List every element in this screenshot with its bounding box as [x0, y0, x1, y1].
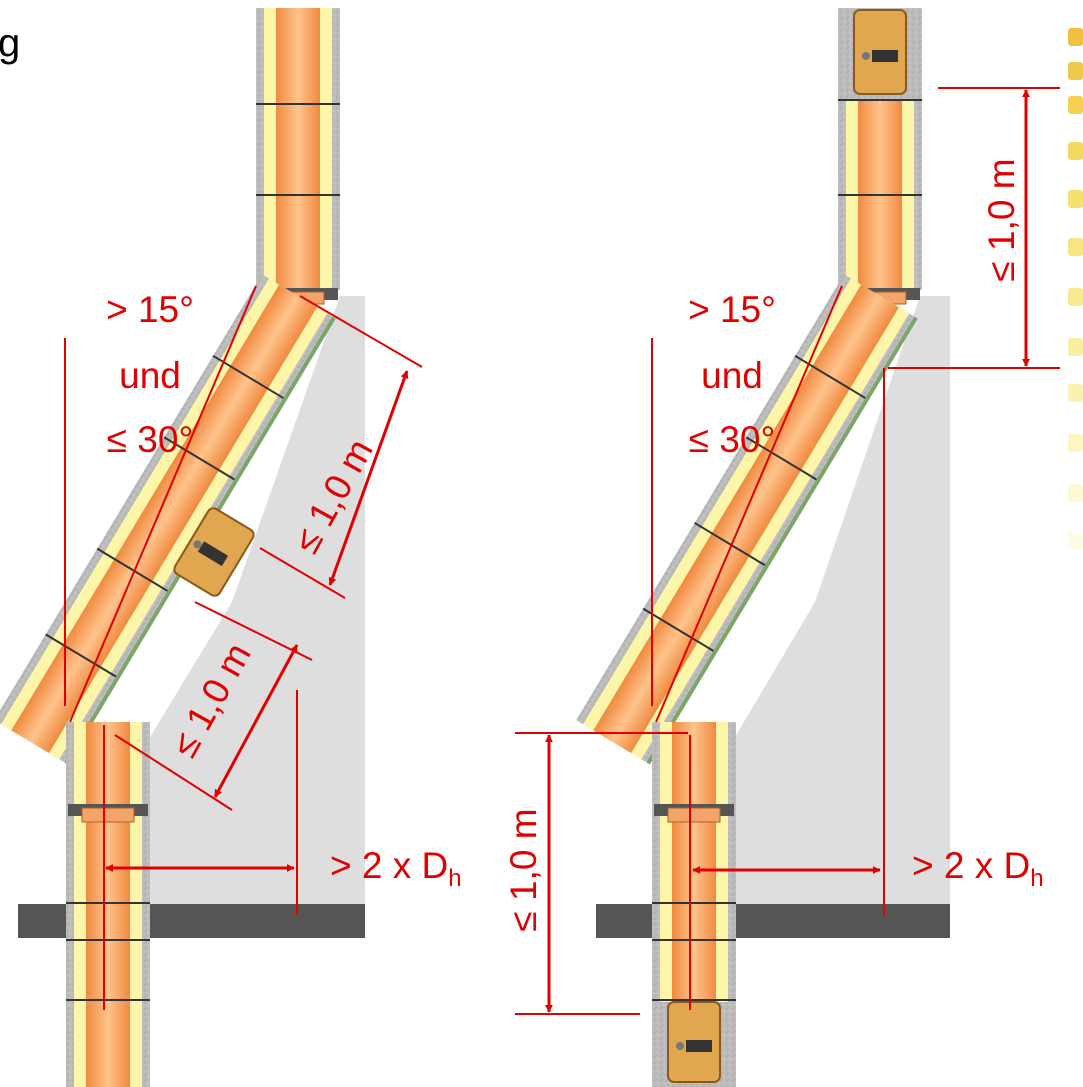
left-angle-label-3: ≤ 30° — [107, 419, 194, 460]
right-bottom-inspection-door — [667, 1001, 721, 1083]
right-floor-slab — [596, 904, 950, 938]
right-offset-pipe — [576, 274, 918, 765]
right-angle-label-2: und — [701, 355, 763, 396]
left-upper-dim-arrow — [328, 370, 409, 586]
left-angle-label-2: und — [119, 355, 181, 396]
right-dim-bottom-vertical-label: ≤ 1,0 m — [503, 808, 544, 931]
right-dim-top-vertical-label: ≤ 1,0 m — [981, 158, 1022, 281]
edge-text: g — [0, 21, 20, 65]
left-angle-label-1: > 15° — [106, 289, 194, 330]
right-top-inspection-door — [853, 9, 907, 95]
right-angle-label-3: ≤ 30° — [689, 419, 776, 460]
left-chimney: > 15° und ≤ 30° ≤ 1,0 m ≤ 1,0 m > 2 x Dh — [0, 8, 462, 1087]
left-dim-horizontal-label: > 2 x Dh — [330, 845, 462, 892]
left-lower-pipe — [66, 722, 150, 1087]
right-offset-edge-line — [655, 285, 843, 723]
left-offset-edge-line — [69, 285, 257, 723]
edge-decoration-strip — [1068, 28, 1083, 550]
right-wall-fill — [735, 296, 950, 904]
right-dim-horizontal-label: > 2 x Dh — [912, 845, 1044, 892]
right-chimney: > 15° und ≤ 30° ≤ 1,0 m ≤ 1,0 m > 2 x Dh — [503, 8, 1060, 1087]
left-upper-pipe — [256, 8, 340, 305]
left-inspection-door — [173, 507, 255, 597]
left-lower-dim-arrow — [213, 644, 299, 798]
right-angle-label-1: > 15° — [688, 289, 776, 330]
left-wall-fill — [150, 296, 365, 904]
